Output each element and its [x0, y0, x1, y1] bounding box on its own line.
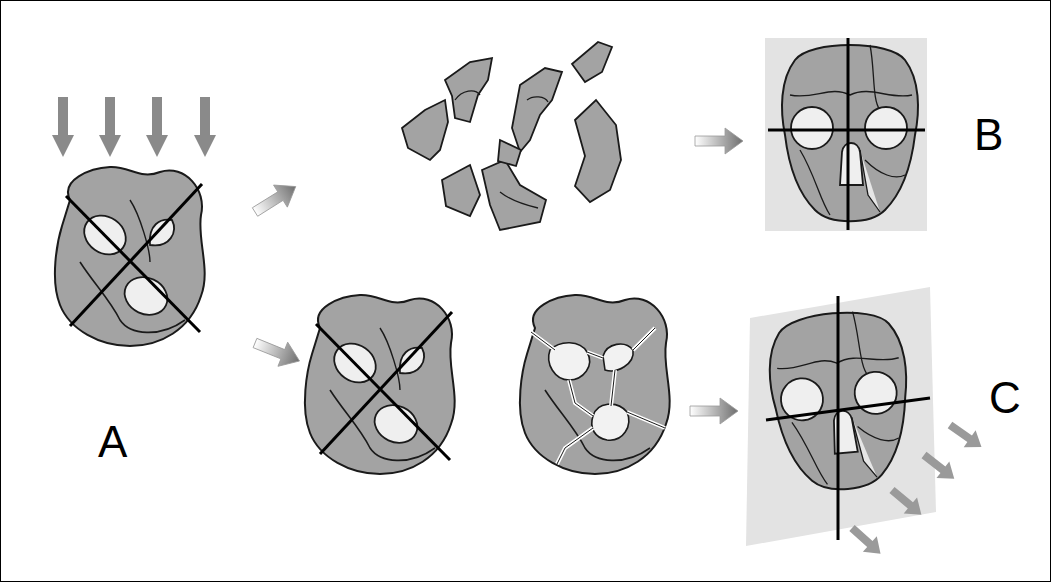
oblique-view-panel-part: [837, 296, 840, 540]
flow-arrows-part: [695, 128, 743, 154]
skull-fragments: [402, 42, 621, 230]
panel-letter: A: [98, 420, 127, 464]
skull-fragments-part: [500, 192, 538, 208]
projection-arrows: [845, 416, 987, 561]
fractured-skull-part: [603, 344, 633, 371]
front-view-panel: [765, 38, 927, 231]
skull-fragments-part: [512, 68, 562, 152]
panel-letter: C: [989, 376, 1021, 420]
pressure-arrows-part: [99, 97, 121, 157]
front-view-panel-part: [847, 38, 850, 230]
fractured-skull: [520, 295, 670, 474]
view-plane: [765, 38, 927, 231]
skull-fragments-part: [402, 100, 448, 160]
skull-fragments-part: [498, 140, 521, 166]
skull-fragments-part: [442, 165, 480, 216]
fractured-skull-part: [520, 295, 670, 474]
projection-arrows-part: [944, 416, 987, 455]
skull-fragments-part: [445, 58, 492, 122]
skull-fragments-part: [527, 97, 548, 102]
oblique-view-panel-part: [766, 398, 930, 420]
front-skull: [782, 45, 918, 221]
projection-arrows-part: [918, 447, 961, 487]
marked-skull: [305, 295, 455, 474]
pressure-arrows-part: [146, 97, 168, 157]
oblique-skull: [765, 307, 916, 494]
flow-arrows-part: [690, 398, 738, 424]
skull-fragments-part: [482, 160, 546, 230]
oblique-view-panel: [746, 287, 936, 546]
fractured-skull-part: [531, 328, 665, 464]
skull-fragments-part: [575, 100, 621, 202]
crushed-skull: [55, 167, 205, 346]
projection-arrows-part: [885, 482, 928, 523]
fractured-skull-part: [592, 404, 629, 440]
pressure-arrows-part: [52, 97, 74, 157]
panel-letter: B: [974, 113, 1003, 157]
view-plane: [746, 287, 936, 546]
pressure-arrows: [52, 97, 216, 157]
pressure-arrows-part: [194, 97, 216, 157]
flow-arrows-part: [250, 331, 304, 373]
fractured-skull-part: [531, 328, 665, 464]
skull-fragments-part: [455, 91, 480, 100]
projection-arrows-part: [845, 520, 887, 561]
fractured-skull-part: [545, 390, 650, 460]
skull-fragments-part: [572, 42, 612, 82]
flow-arrows-part: [248, 176, 302, 223]
